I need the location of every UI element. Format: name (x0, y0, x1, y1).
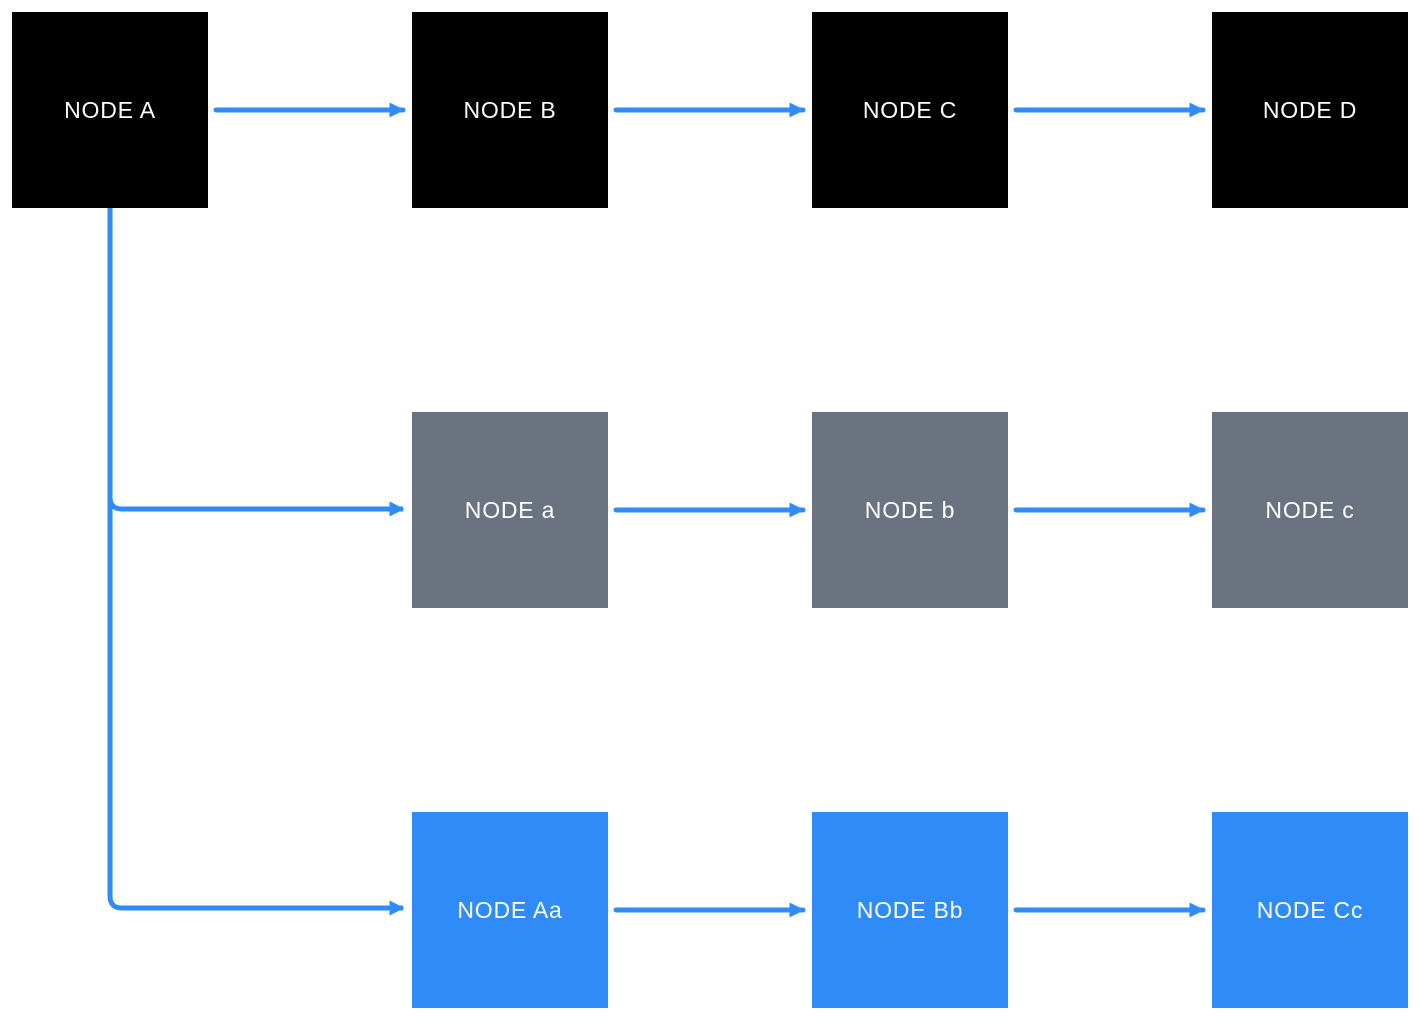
node-A-label: NODE A (64, 96, 156, 123)
node-C-label: NODE C (862, 96, 958, 123)
node-Cc[interactable]: NODE Cc (1212, 812, 1408, 1008)
node-Bb[interactable]: NODE Bb (812, 812, 1008, 1008)
node-Cc-label: NODE Cc (1256, 896, 1364, 923)
node-a[interactable]: NODE a (412, 412, 608, 608)
node-b-label: NODE b (864, 496, 956, 523)
node-B-label: NODE B (463, 96, 557, 123)
node-c[interactable]: NODE c (1212, 412, 1408, 608)
node-B[interactable]: NODE B (412, 12, 608, 208)
node-D[interactable]: NODE D (1212, 12, 1408, 208)
node-Aa[interactable]: NODE Aa (412, 812, 608, 1008)
edge-A-a (107, 208, 405, 517)
node-a-label: NODE a (464, 496, 556, 523)
node-c-label: NODE c (1265, 496, 1355, 523)
edge-A-Aa (107, 208, 405, 916)
node-D-label: NODE D (1262, 96, 1358, 123)
node-Aa-label: NODE Aa (457, 896, 563, 923)
node-Bb-label: NODE Bb (856, 896, 964, 923)
node-C[interactable]: NODE C (812, 12, 1008, 208)
node-A[interactable]: NODE A (12, 12, 208, 208)
node-b[interactable]: NODE b (812, 412, 1008, 608)
